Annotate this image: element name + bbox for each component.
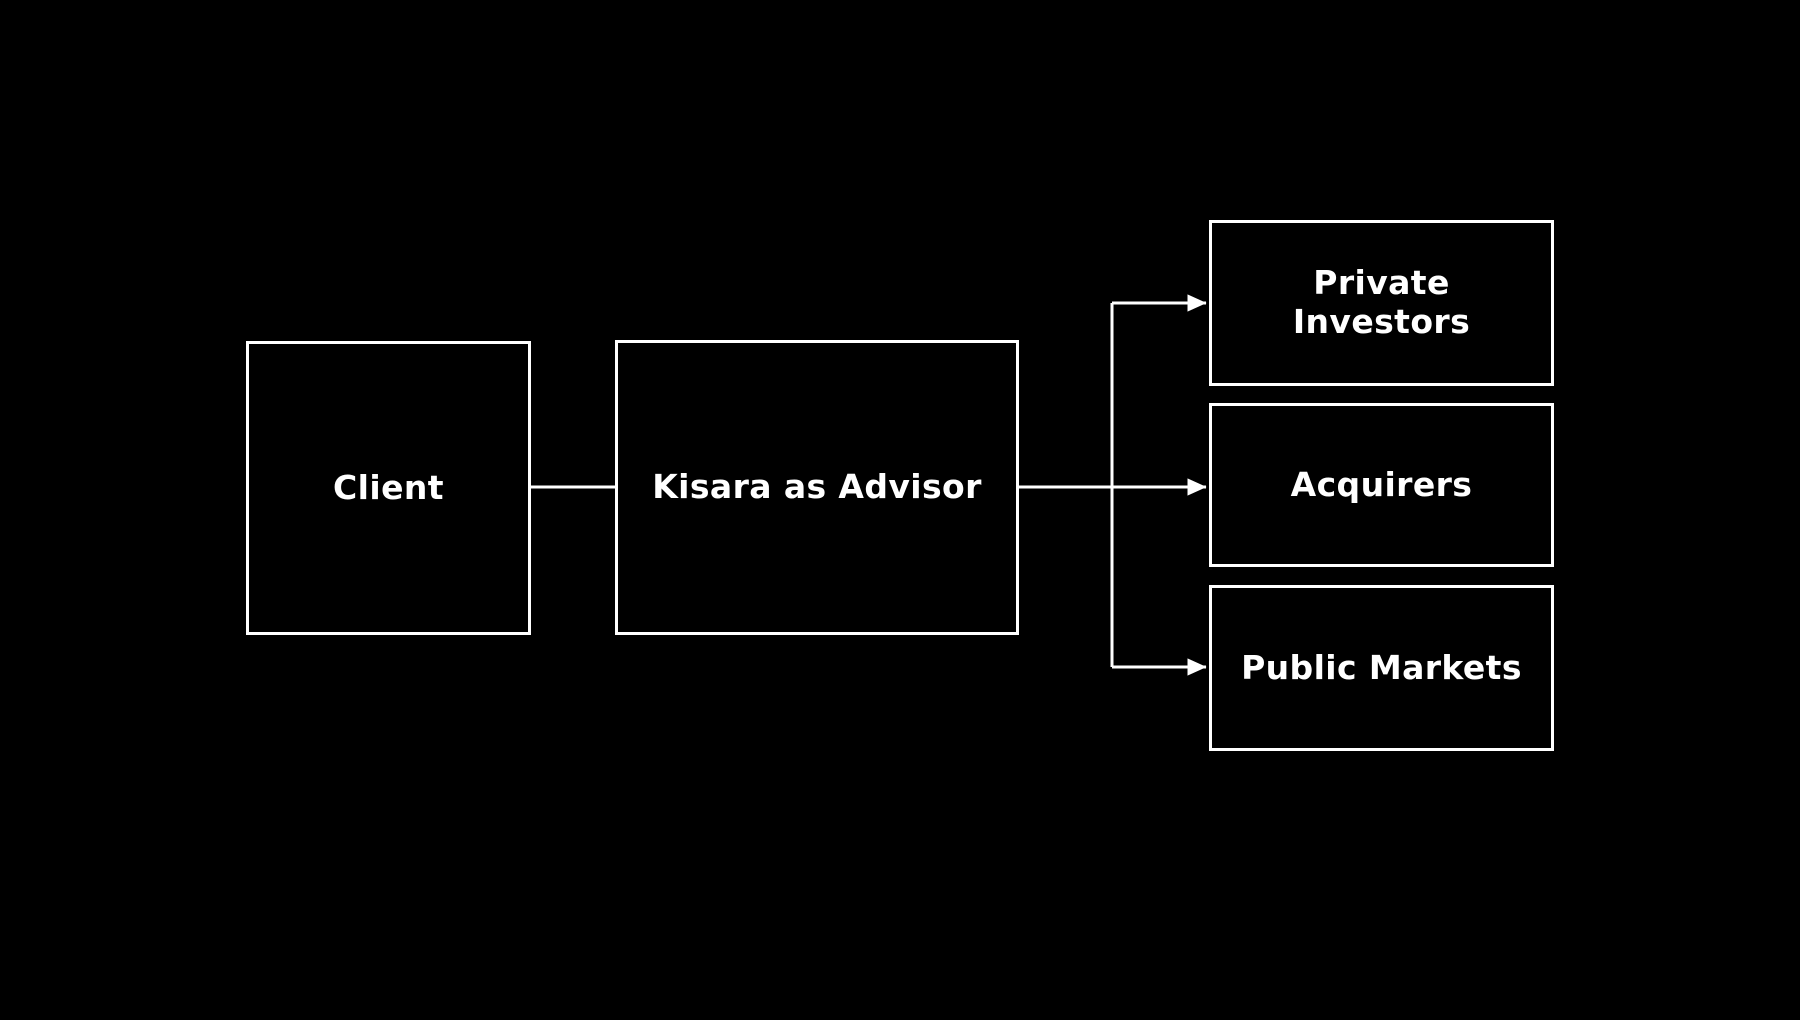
node-acquirers[interactable]: Acquirers — [1209, 403, 1554, 567]
node-acquirers-label: Acquirers — [1290, 464, 1473, 504]
node-client-label: Client — [333, 467, 444, 507]
node-public-markets-label: Public Markets — [1241, 647, 1522, 687]
node-private-investors[interactable]: Private Investors — [1209, 220, 1554, 386]
node-public-markets[interactable]: Public Markets — [1209, 585, 1554, 751]
node-advisor-label: Kisara as Advisor — [652, 467, 982, 507]
node-advisor[interactable]: Kisara as Advisor — [615, 340, 1019, 635]
node-private-investors-label: Private Investors — [1292, 263, 1471, 341]
node-client[interactable]: Client — [246, 341, 531, 635]
